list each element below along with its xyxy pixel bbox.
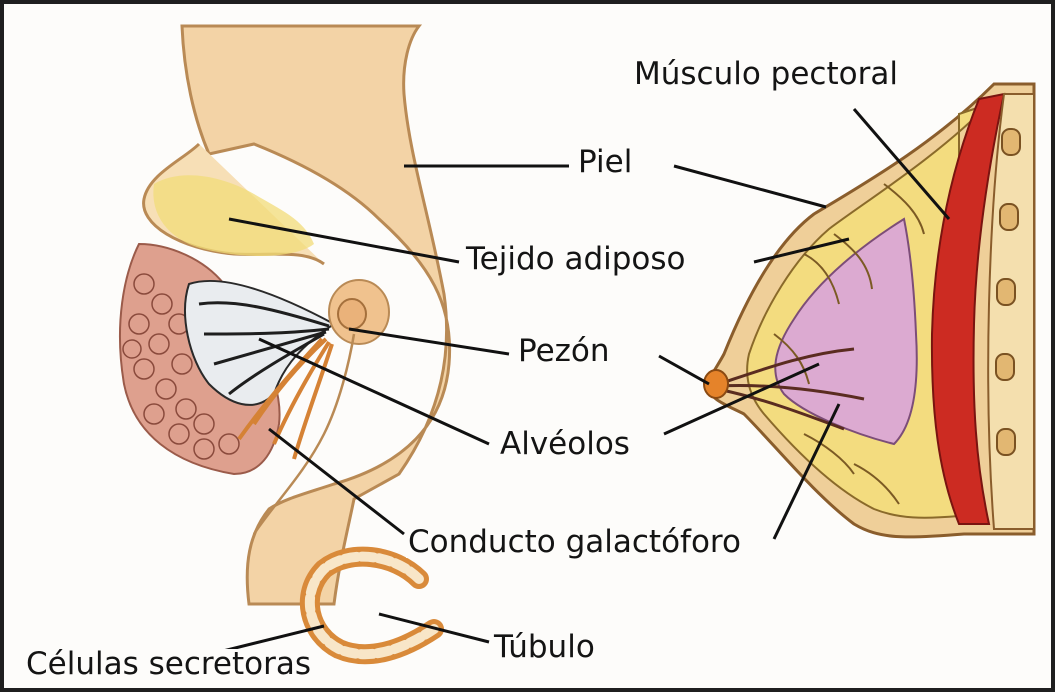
label-skin: Piel xyxy=(576,147,634,178)
nipple-side xyxy=(338,299,366,329)
label-secretory-cells: Células secretoras xyxy=(24,649,313,680)
label-pectoral-muscle: Músculo pectoral xyxy=(632,59,900,90)
label-adipose-tissue: Tejido adiposo xyxy=(464,244,688,275)
label-alveoli: Alvéolos xyxy=(498,429,632,460)
breast-side-view xyxy=(120,26,450,604)
leader-nipple-right xyxy=(659,356,709,384)
label-nipple: Pezón xyxy=(516,336,612,367)
label-milk-duct: Conducto galactóforo xyxy=(406,527,743,558)
leader-skin-right xyxy=(674,166,826,207)
leader-alveoli-left xyxy=(259,339,489,444)
breast-cross-section xyxy=(704,84,1034,537)
adipose-tissue-side xyxy=(153,175,314,256)
label-tubule: Túbulo xyxy=(492,632,597,663)
